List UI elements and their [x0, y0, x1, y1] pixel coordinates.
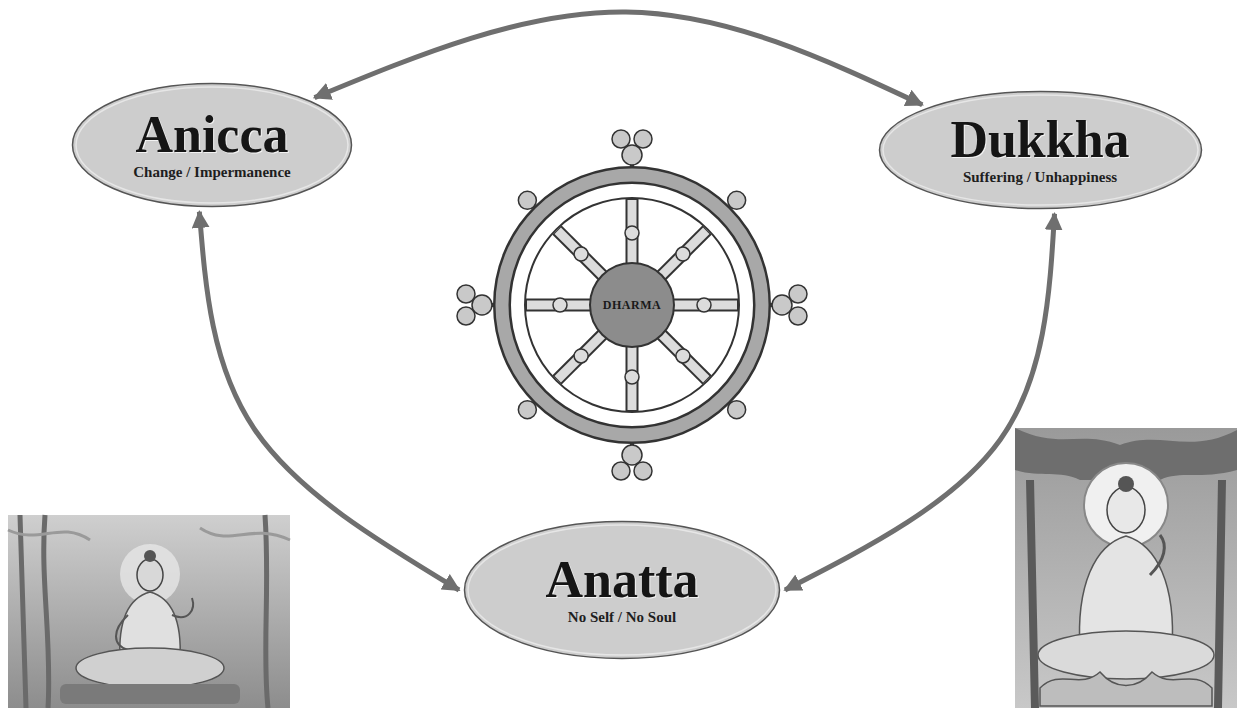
dharma-wheel: [457, 130, 807, 480]
concept-ellipse: DukkhaSuffering / Unhappiness: [878, 90, 1203, 210]
cycle-arrow: [785, 214, 1055, 590]
concept-name: Anatta: [545, 553, 698, 606]
ellipse-text: AniccaChange / Impermanence: [133, 108, 291, 181]
ellipse-text: DukkhaSuffering / Unhappiness: [950, 113, 1129, 186]
cycle-arrow: [315, 12, 923, 105]
ellipse-text: Anatta No Self / No Soul: [545, 553, 698, 626]
wheel-label: DHARMA: [603, 298, 661, 313]
concept-name: Dukkha: [950, 113, 1129, 166]
concept-meaning: Change / Impermanence: [133, 164, 291, 182]
concept-ellipse: AniccaChange / Impermanence: [71, 82, 353, 208]
buddha-picture: [8, 515, 290, 708]
buddha-picture: [1015, 428, 1237, 708]
cycle-arrow: [199, 212, 459, 590]
concept-ellipse: Anatta No Self / No Soul: [463, 520, 781, 660]
concept-name: Anicca: [133, 108, 291, 161]
concept-meaning: No Self / No Soul: [545, 609, 698, 627]
concept-meaning: Suffering / Unhappiness: [950, 169, 1129, 187]
